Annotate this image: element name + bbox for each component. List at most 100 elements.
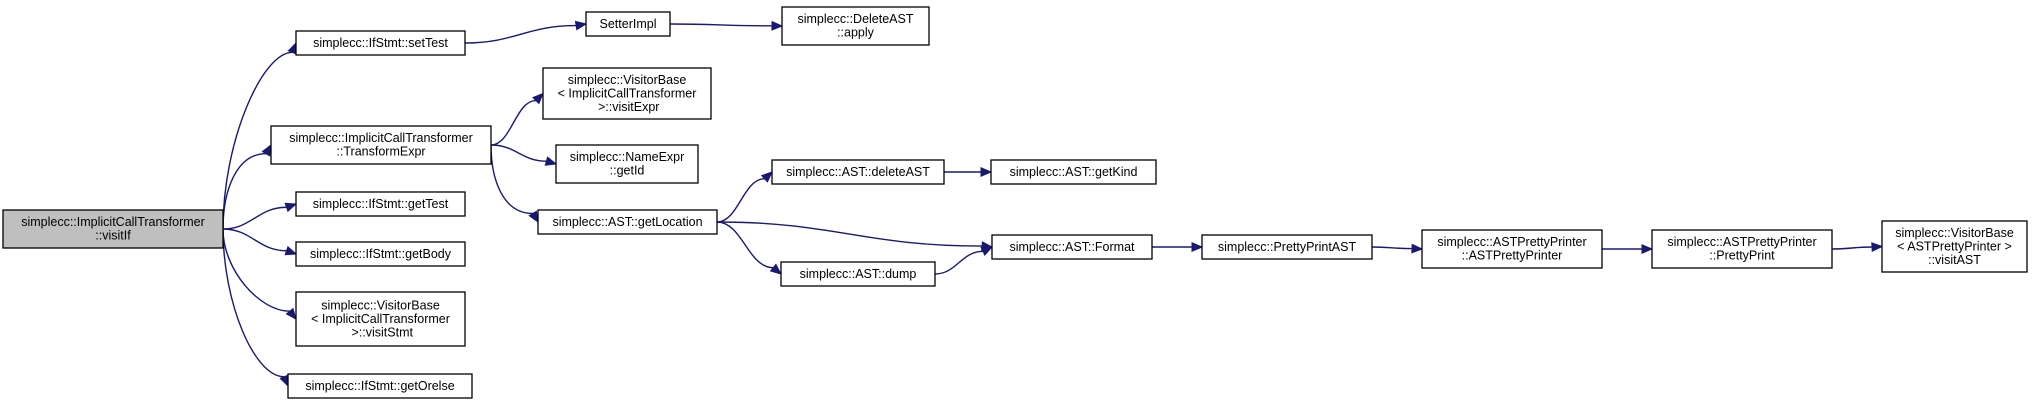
edge-line: [716, 178, 765, 223]
node-label-line: ::ASTPrettyPrinter: [1462, 249, 1563, 263]
edge-ASTPrettyPrinterCtor-to-PrettyPrint: [1602, 244, 1654, 254]
node-box: [991, 234, 1153, 260]
node-label-line: ::apply: [837, 26, 875, 40]
edge-TransformExpr-to-getLocation: [490, 144, 539, 224]
node-label-line: >::visitStmt: [348, 325, 413, 339]
node-label-line: ::visitIf: [95, 229, 131, 243]
arrowhead: [574, 20, 588, 31]
node-box: [295, 30, 466, 56]
edge-visitIf-to-getOrelse: [222, 228, 289, 388]
node-dump[interactable]: simplecc::AST::dump: [780, 261, 936, 287]
node-box: [295, 241, 466, 267]
arrowhead: [1411, 243, 1424, 254]
node-box: [537, 209, 718, 235]
edge-line: [1371, 246, 1413, 250]
arrowhead: [284, 202, 298, 213]
edge-visitIf-to-getTest: [222, 202, 298, 230]
edge-TransformExpr-to-getId: [490, 144, 558, 166]
node-label-line: ::TransformExpr: [336, 145, 425, 159]
edge-SetterImpl-to-DeleteAST: [669, 20, 784, 31]
arrowhead: [980, 167, 993, 177]
node-PrettyPrint[interactable]: simplecc::ASTPrettyPrinter::PrettyPrint: [1651, 229, 1833, 269]
node-box: [781, 6, 930, 46]
node-PrettyPrintAST[interactable]: simplecc::PrettyPrintAST: [1201, 234, 1373, 260]
edge-line: [716, 221, 774, 269]
node-box: [295, 191, 466, 217]
node-label-line: SetterImpl: [600, 17, 657, 31]
node-DeleteAST[interactable]: simplecc::DeleteAST::apply: [781, 6, 930, 46]
node-label-line: < ASTPrettyPrinter >: [1897, 239, 2012, 253]
node-label-line: >::visitExpr: [595, 100, 660, 114]
edge-line: [490, 144, 533, 215]
edge-line: [222, 51, 293, 230]
node-getLocation[interactable]: simplecc::AST::getLocation: [537, 209, 718, 235]
node-label-line: simplecc::DeleteAST: [797, 12, 913, 26]
edge-PrettyPrintAST-to-ASTPrettyPrinterCtor: [1371, 243, 1424, 254]
arrowhead: [1641, 244, 1654, 254]
node-Format[interactable]: simplecc::AST::Format: [991, 234, 1153, 260]
node-label-line: < ImplicitCallTransformer: [311, 312, 450, 326]
arrowhead: [1191, 242, 1204, 252]
edge-visitIf-to-TransformExpr: [222, 143, 272, 230]
node-getBody[interactable]: simplecc::IfStmt::getBody: [295, 241, 466, 267]
node-label-line: simplecc::AST::Format: [1009, 240, 1135, 254]
node-label-line: simplecc::NameExpr: [570, 150, 685, 164]
edges-layer: [222, 20, 1884, 388]
node-deleteAST[interactable]: simplecc::AST::deleteAST: [771, 159, 945, 185]
arrowhead: [528, 210, 539, 224]
node-visitStmt[interactable]: simplecc::VisitorBase< ImplicitCallTrans…: [295, 291, 466, 347]
node-box: [542, 67, 712, 120]
node-label-line: simplecc::AST::dump: [800, 267, 917, 281]
arrowhead: [285, 307, 297, 321]
node-label-line: < ImplicitCallTransformer: [558, 86, 697, 100]
node-visitIf[interactable]: simplecc::ImplicitCallTransformer::visit…: [2, 209, 224, 249]
node-label-line: simplecc::ASTPrettyPrinter: [1437, 235, 1586, 249]
edge-getLocation-to-deleteAST: [716, 171, 773, 223]
edge-line: [669, 23, 773, 27]
node-visitExpr[interactable]: simplecc::VisitorBase< ImplicitCallTrans…: [542, 67, 712, 120]
node-box: [1421, 229, 1603, 269]
node-box: [1881, 220, 2028, 273]
node-box: [555, 144, 699, 184]
edge-getLocation-to-dump: [716, 221, 783, 275]
node-getOrelse[interactable]: simplecc::IfStmt::getOrelse: [287, 373, 473, 399]
node-visitAST[interactable]: simplecc::VisitorBase< ASTPrettyPrinter …: [1881, 220, 2028, 273]
node-box: [1201, 234, 1373, 260]
node-box: [287, 373, 473, 399]
edge-line: [222, 228, 285, 378]
node-label-line: simplecc::IfStmt::setTest: [313, 36, 448, 50]
node-getTest[interactable]: simplecc::IfStmt::getTest: [295, 191, 466, 217]
node-label-line: simplecc::VisitorBase: [1895, 226, 2014, 240]
arrowhead: [544, 156, 558, 166]
edge-line: [222, 228, 287, 252]
node-label-line: simplecc::VisitorBase: [321, 298, 440, 312]
arrowhead: [532, 92, 544, 105]
arrowhead: [284, 245, 298, 256]
edge-line: [464, 24, 577, 44]
arrowhead: [980, 246, 994, 256]
node-label-line: simplecc::AST::getLocation: [552, 215, 702, 229]
node-box: [771, 159, 945, 185]
node-getKind[interactable]: simplecc::AST::getKind: [990, 159, 1157, 185]
node-getId[interactable]: simplecc::NameExpr::getId: [555, 144, 699, 184]
node-SetterImpl[interactable]: SetterImpl: [585, 11, 671, 37]
edge-line: [934, 250, 983, 275]
edge-line: [716, 221, 983, 247]
node-TransformExpr[interactable]: simplecc::ImplicitCallTransformer::Trans…: [270, 125, 492, 165]
edge-line: [1831, 246, 1873, 250]
node-label-line: simplecc::IfStmt::getBody: [310, 247, 452, 261]
edge-TransformExpr-to-visitExpr: [490, 92, 544, 146]
node-box: [270, 125, 492, 165]
node-box: [295, 291, 466, 347]
node-label-line: simplecc::IfStmt::getTest: [313, 197, 449, 211]
node-label-line: simplecc::AST::deleteAST: [786, 165, 930, 179]
edge-PrettyPrint-to-visitAST: [1831, 242, 1884, 252]
node-setTest[interactable]: simplecc::IfStmt::setTest: [295, 30, 466, 56]
node-box: [990, 159, 1157, 185]
arrowhead: [261, 143, 272, 157]
node-ASTPrettyPrinterCtor[interactable]: simplecc::ASTPrettyPrinter::ASTPrettyPri…: [1421, 229, 1603, 269]
edge-line: [490, 144, 547, 162]
node-label-line: simplecc::ASTPrettyPrinter: [1667, 235, 1816, 249]
node-label-line: ::getId: [610, 164, 645, 178]
